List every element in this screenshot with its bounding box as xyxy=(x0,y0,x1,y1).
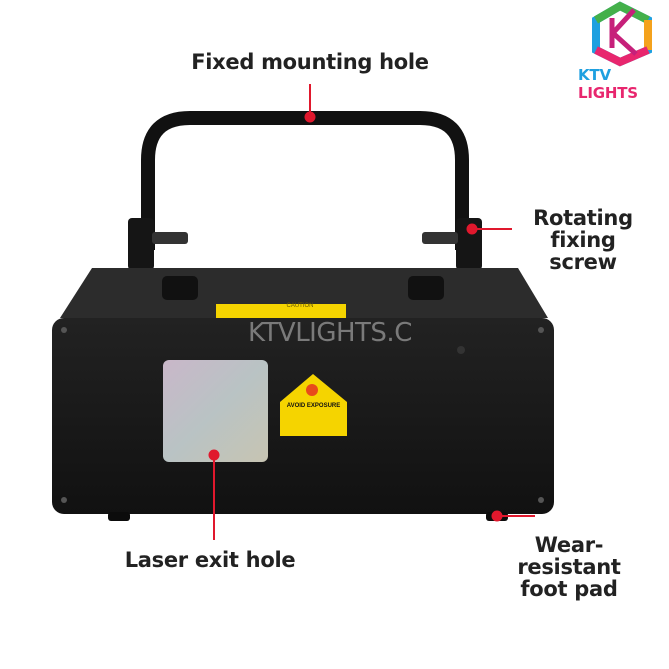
logo-text: KTV LIGHTS xyxy=(578,66,638,102)
caution-sticker xyxy=(216,304,346,320)
laser-exit-window xyxy=(163,360,268,462)
callout-laser-exit-hole: Laser exit hole xyxy=(124,548,296,572)
warning-label-text: AVOID EXPOSURE xyxy=(286,403,341,409)
caution-label-text: CAUTION xyxy=(286,303,314,309)
foot-pad-left xyxy=(108,512,130,521)
callout-markers xyxy=(208,84,535,540)
callout-line2: screw xyxy=(549,250,617,274)
rotating-screw-left xyxy=(128,218,188,270)
watermark: KTVLIGHTS.C xyxy=(248,318,412,348)
callout-rotating-screw: Rotating fixing screw xyxy=(498,207,668,273)
callout-fixed-mounting-hole: Fixed mounting hole xyxy=(191,50,429,74)
callout-line1: Rotating fixing xyxy=(533,206,633,252)
callout-line1: Wear-resistant xyxy=(517,533,621,579)
callout-foot-pad: Wear-resistant foot pad xyxy=(484,534,654,600)
callout-line2: foot pad xyxy=(520,577,618,601)
mounting-bracket xyxy=(141,111,469,250)
laser-warning-sticker xyxy=(280,374,347,436)
ktv-lights-logo-icon xyxy=(592,1,652,67)
